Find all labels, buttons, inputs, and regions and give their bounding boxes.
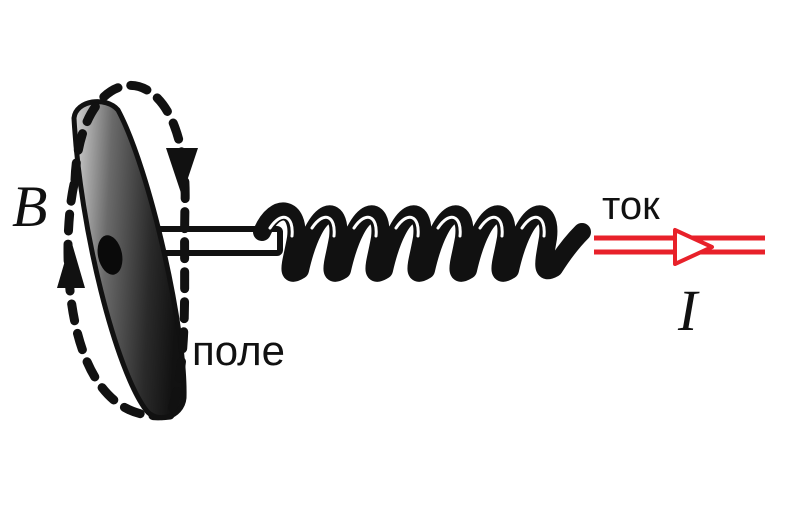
- current-direction-arrow-icon: [594, 228, 765, 266]
- handle-hole: [97, 235, 123, 275]
- current-word-label: ток: [602, 184, 660, 228]
- corkscrew-helix: [253, 202, 591, 282]
- field-arrow-up-icon: [57, 240, 85, 288]
- field-arrow-down-icon: [166, 148, 198, 196]
- field-symbol-label: B: [12, 174, 48, 239]
- field-word-label: поле: [192, 327, 286, 374]
- field-loop-back: [63, 175, 175, 421]
- corkscrew-handle: [71, 99, 187, 421]
- current-symbol-label: I: [678, 278, 698, 343]
- corkscrew-icon: [71, 99, 187, 421]
